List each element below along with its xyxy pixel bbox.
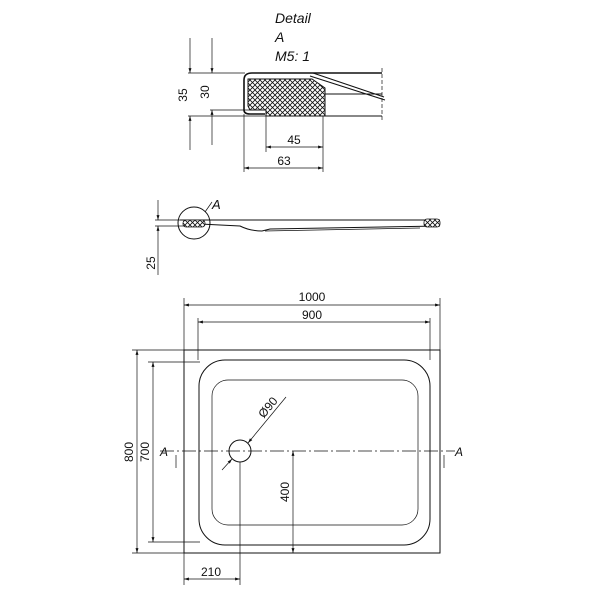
dim-30: 30 <box>198 85 212 99</box>
tray-outline <box>183 349 441 554</box>
tray-basin <box>211 379 419 526</box>
detail-scale: M5: 1 <box>275 48 310 64</box>
detail-title: Detail <box>275 10 312 26</box>
detail-a: Detail A M5: 1 35 30 45 63 <box>176 10 386 172</box>
dim-900: 900 <box>302 308 322 322</box>
detail-dims: 35 30 45 63 <box>176 38 324 172</box>
dim-45: 45 <box>287 133 301 147</box>
detail-ref: A <box>274 29 284 45</box>
section-view: A 25 <box>144 197 441 275</box>
dim-35: 35 <box>176 88 190 102</box>
dim-400: 400 <box>278 482 292 502</box>
detail-callout-circle <box>177 206 211 240</box>
dim-drain-diameter: Ø90 <box>255 394 281 421</box>
section-mark-right: A <box>454 445 463 459</box>
dim-25: 25 <box>144 256 158 270</box>
dim-700: 700 <box>138 442 152 462</box>
plan-view: A A 1000 900 800 700 400 210 Ø90 <box>122 290 463 585</box>
section-mark-left: A <box>159 445 168 459</box>
dim-1000: 1000 <box>299 290 326 304</box>
dim-210: 210 <box>201 565 221 579</box>
dim-63: 63 <box>277 154 291 168</box>
section-ref: A <box>211 197 221 212</box>
detail-profile <box>188 68 386 120</box>
tray-rim <box>198 359 431 546</box>
dim-800: 800 <box>122 442 136 462</box>
